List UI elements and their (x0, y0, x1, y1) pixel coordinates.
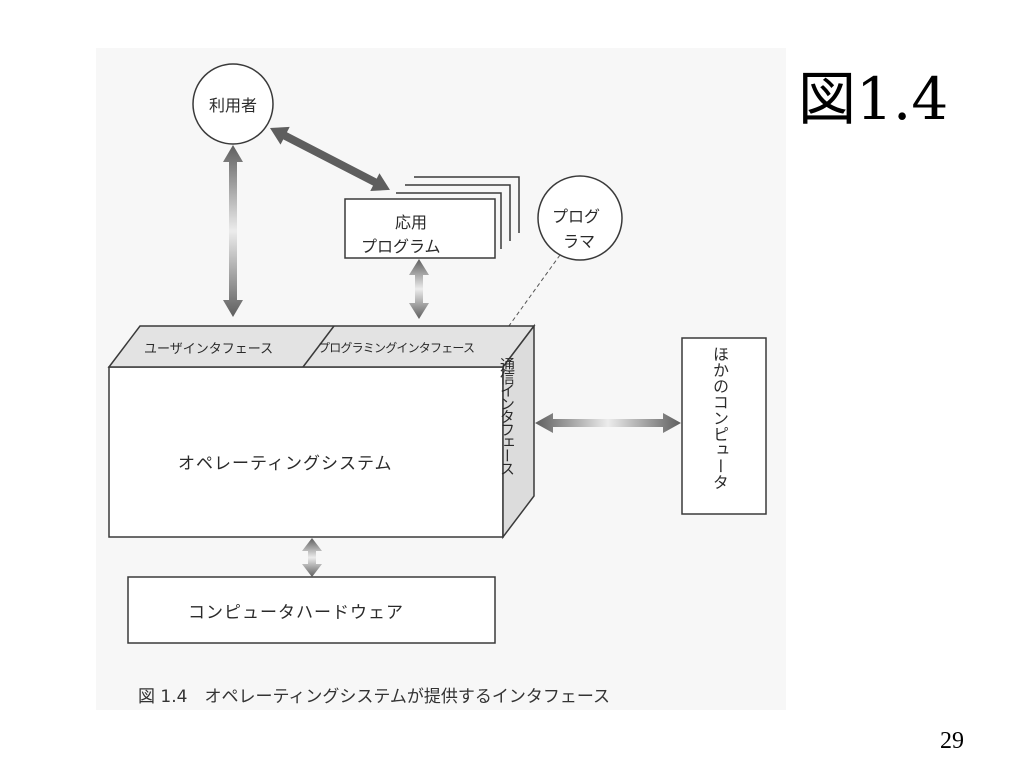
arrow-app-os (409, 259, 429, 319)
arrow-user-app (270, 126, 390, 192)
os-box-side (502, 323, 535, 540)
user-interface-label: ユーザインタフェース (144, 342, 274, 357)
programmer-label-line1: プログ (552, 207, 601, 226)
user-circle (192, 63, 274, 145)
programmer-circle (537, 175, 623, 261)
arrow-user-os (223, 145, 243, 317)
application-program-box (344, 176, 520, 259)
hardware-box (127, 576, 496, 644)
programmer-label-line2: ラマ (563, 232, 596, 251)
application-label-line2: プログラム (361, 237, 441, 256)
os-box-front (108, 366, 504, 538)
programming-interface-label: プログラミングインタフェース (318, 341, 475, 355)
user-label: 利用者 (209, 96, 258, 115)
other-computer-label: ほかのコンピュータ (710, 346, 729, 490)
application-label-line1: 応用 (395, 213, 428, 232)
page-number: 29 (940, 728, 964, 754)
computer-hardware-label: コンピュータハードウェア (188, 603, 404, 623)
operating-system-label: オペレーティングシステム (178, 454, 393, 474)
arrow-os-other-computer (535, 413, 681, 433)
programmer-dashed-line (505, 254, 561, 331)
figure-caption: 図 1.4 オペレーティングシステムが提供するインタフェース (138, 687, 611, 707)
other-computer-box (681, 337, 767, 515)
slide-title: 図1.4 (798, 65, 949, 133)
arrow-os-hardware (302, 538, 322, 577)
os-box-top-divider (302, 325, 335, 368)
communication-interface-label: 通信インタフェース (498, 357, 516, 474)
